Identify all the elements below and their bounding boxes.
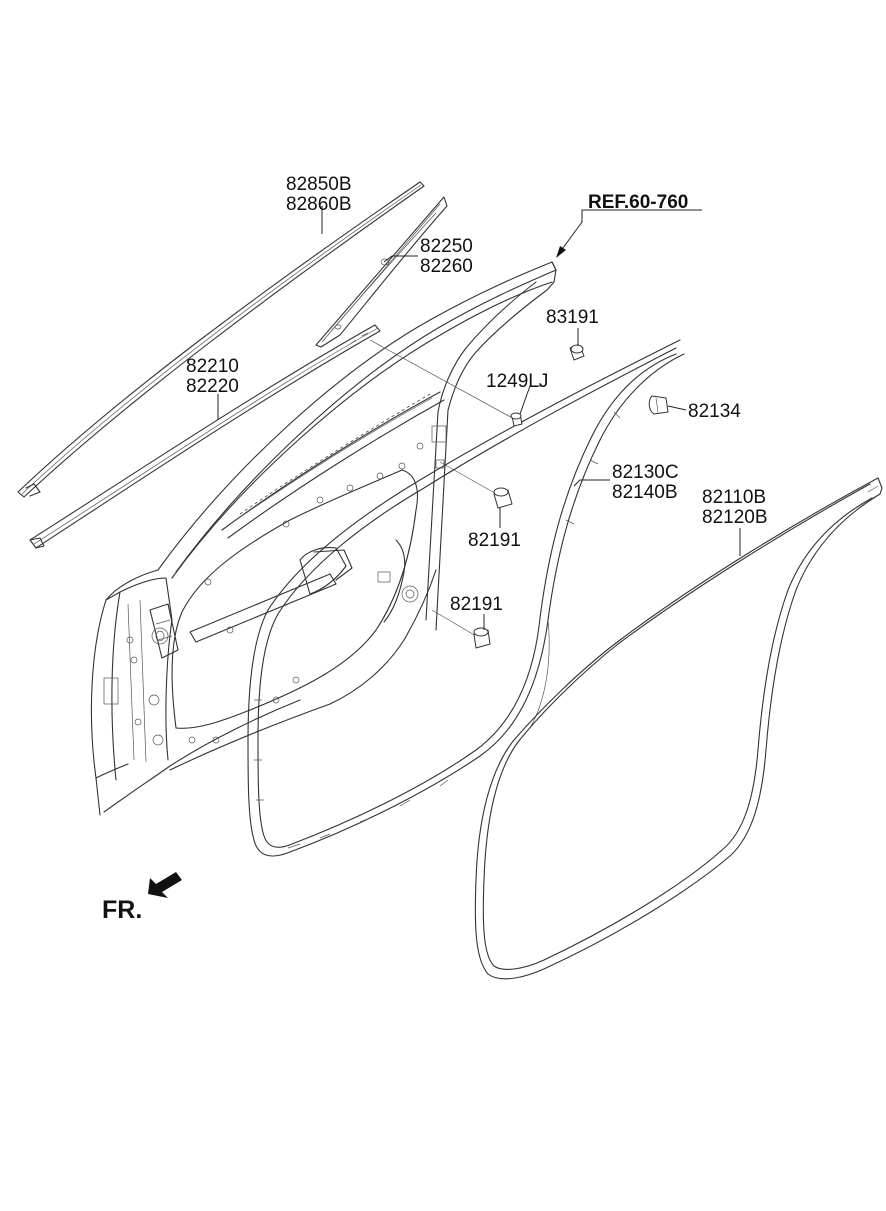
label-1249lj: 1249LJ: [486, 371, 548, 392]
screw-1249lj: [510, 412, 523, 427]
label-82191-lower: 82191: [450, 594, 503, 615]
label-82850b: 82850B: [286, 174, 352, 195]
label-82140b: 82140B: [612, 482, 678, 503]
cap-82134: [648, 395, 669, 415]
label-82110b: 82110B: [702, 487, 766, 508]
label-ref: REF.60-760: [588, 192, 688, 213]
label-82220: 82220: [186, 376, 239, 397]
label-83191: 83191: [546, 307, 599, 328]
delta-garnish: [315, 196, 448, 348]
door-side-weatherstrip: [247, 339, 685, 857]
door-frame: [90, 261, 557, 816]
label-82860b: 82860B: [286, 194, 352, 215]
inner-belt-weatherstrip: [29, 324, 381, 549]
label-82250: 82250: [420, 236, 473, 257]
front-direction-arrow-icon: [148, 872, 182, 898]
outer-belt-moulding: [17, 181, 425, 498]
bumper-82191-lower: [473, 627, 491, 649]
label-82260: 82260: [420, 256, 473, 277]
label-82134: 82134: [688, 401, 741, 422]
leader-lines: [217, 206, 741, 630]
label-fr: FR.: [102, 896, 142, 924]
bumper-82191-upper: [493, 487, 513, 509]
label-82210: 82210: [186, 356, 239, 377]
clip-83191: [569, 344, 585, 361]
label-82191-upper: 82191: [468, 530, 521, 551]
label-82120b: 82120B: [702, 507, 768, 528]
body-side-weatherstrip: [474, 477, 883, 980]
label-82130c: 82130C: [612, 462, 679, 483]
